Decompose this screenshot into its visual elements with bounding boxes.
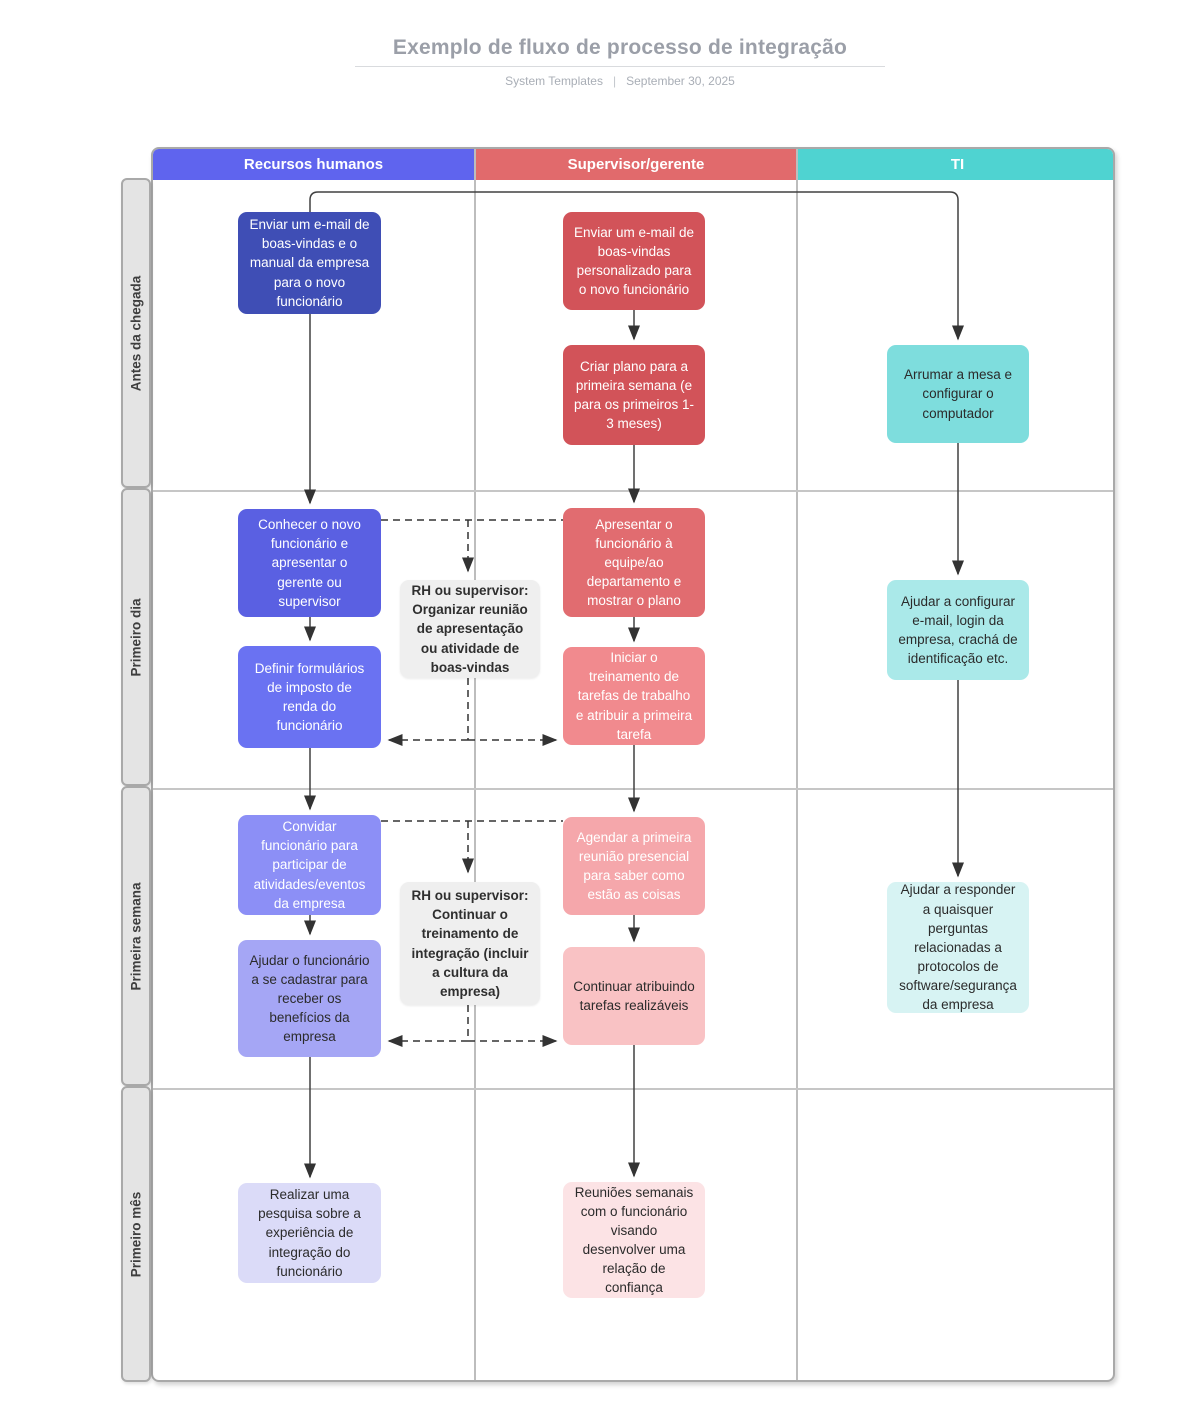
title-block: Exemplo de fluxo de processo de integraç… [0,36,1200,60]
note-continuar-treinamento[interactable]: RH ou supervisor: Continuar o treinament… [400,882,540,1005]
task-apresentar-equipe[interactable]: Apresentar o funcionário à equipe/ao dep… [563,508,705,617]
task-conhecer-funcionario[interactable]: Conhecer o novo funcionário e apresentar… [238,509,381,617]
phase-label-primeira-semana[interactable]: Primeira semana [121,786,151,1086]
phase-divider [153,490,1113,492]
lane-header-label: Recursos humanos [243,156,384,173]
lane-header-label: Supervisor/gerente [567,156,705,173]
phase-label-text: Primeiro dia [128,597,144,677]
task-realizar-pesquisa[interactable]: Realizar uma pesquisa sobre a experiênci… [238,1183,381,1283]
task-definir-formularios[interactable]: Definir formulários de imposto de renda … [238,646,381,748]
title-underline [355,66,885,67]
lane-header-label: TI [950,156,965,173]
phase-label-text: Primeira semana [128,881,144,991]
task-agendar-reuniao[interactable]: Agendar a primeira reunião presencial pa… [563,817,705,915]
task-email-personalizado[interactable]: Enviar um e-mail de boas-vindas personal… [563,212,705,310]
task-responder-perguntas[interactable]: Ajudar a responder a quaisquer perguntas… [887,882,1029,1013]
phase-label-primeiro-mes[interactable]: Primeiro mês [121,1086,151,1382]
byline: System Templates [505,74,603,88]
phase-label-primeiro-dia[interactable]: Primeiro dia [121,488,151,786]
lane-header-recursos-humanos[interactable]: Recursos humanos [153,149,474,180]
task-convidar-funcionario[interactable]: Convidar funcionário para participar de … [238,815,381,915]
task-enviar-email-manual[interactable]: Enviar um e-mail de boas-vindas e o manu… [238,212,381,314]
subtitle: System Templates | September 30, 2025 [0,74,1200,88]
doc-date: September 30, 2025 [626,74,735,88]
task-iniciar-treinamento[interactable]: Iniciar o treinamento de tarefas de trab… [563,647,705,745]
task-continuar-tarefas[interactable]: Continuar atribuindo tarefas realizáveis [563,947,705,1045]
phase-label-text: Antes da chegada [128,275,144,391]
lane-header-supervisor-gerente[interactable]: Supervisor/gerente [476,149,796,180]
lane-divider [796,149,798,1380]
subtitle-separator: | [612,74,617,88]
phase-label-antes-da-chegada[interactable]: Antes da chegada [121,178,151,488]
phase-label-text: Primeiro mês [128,1191,144,1277]
lane-divider [474,149,476,1380]
task-arrumar-mesa[interactable]: Arrumar a mesa e configurar o computador [887,345,1029,443]
lane-header-ti[interactable]: TI [798,149,1113,180]
task-configurar-email-login[interactable]: Ajudar a configurar e-mail, login da emp… [887,580,1029,680]
task-reunioes-semanais[interactable]: Reuniões semanais com o funcionário visa… [563,1182,705,1298]
page-title: Exemplo de fluxo de processo de integraç… [392,36,848,59]
note-organizar-reuniao[interactable]: RH ou supervisor: Organizar reunião de a… [400,580,540,678]
phase-divider [153,1088,1113,1090]
task-criar-plano[interactable]: Criar plano para a primeira semana (e pa… [563,345,705,445]
phase-divider [153,788,1113,790]
task-ajudar-cadastro-beneficios[interactable]: Ajudar o funcionário a se cadastrar para… [238,940,381,1057]
